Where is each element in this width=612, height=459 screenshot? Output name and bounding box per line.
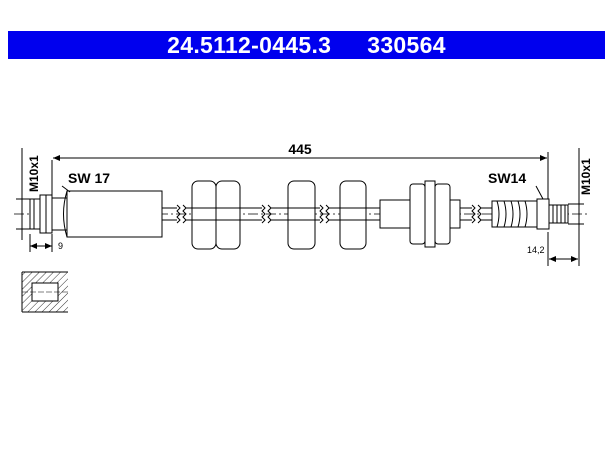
section-detail [21, 271, 68, 313]
left-dim-label: 9 [58, 241, 63, 251]
length-label: 445 [288, 141, 312, 157]
right-thread-label: M10x1 [579, 158, 593, 195]
right-hex-sw14 [536, 198, 550, 230]
left-hex-body [66, 190, 163, 238]
bracket-sleeve-right [449, 199, 461, 229]
bracket-sleeve [379, 199, 411, 229]
left-hex-curve [63, 190, 68, 238]
hose-clip-1b [215, 180, 241, 250]
reference-number: 330564 [367, 32, 446, 58]
left-thread-label: M10x1 [27, 155, 41, 192]
right-thread [548, 204, 569, 224]
sw14-leader [535, 185, 544, 200]
left-nut-flange [29, 198, 41, 230]
bracket-flange-left [409, 183, 426, 245]
hose-clip-1a [191, 180, 217, 250]
hose-clip-2 [287, 180, 316, 250]
right-dim-label: 14,2 [527, 245, 545, 255]
hose-segments [162, 204, 492, 224]
bracket-plate [424, 180, 436, 248]
title-bar: 24.5112-0445.3 330564 [8, 31, 605, 59]
crimp-ridges [496, 200, 528, 228]
right-wrench-label: SW14 [488, 170, 526, 186]
bracket-flange-right [434, 183, 451, 245]
hose-clip-3 [339, 180, 367, 250]
left-wrench-label: SW 17 [68, 170, 110, 186]
part-number: 24.5112-0445.3 [167, 32, 332, 58]
sw17-leader [61, 185, 71, 193]
